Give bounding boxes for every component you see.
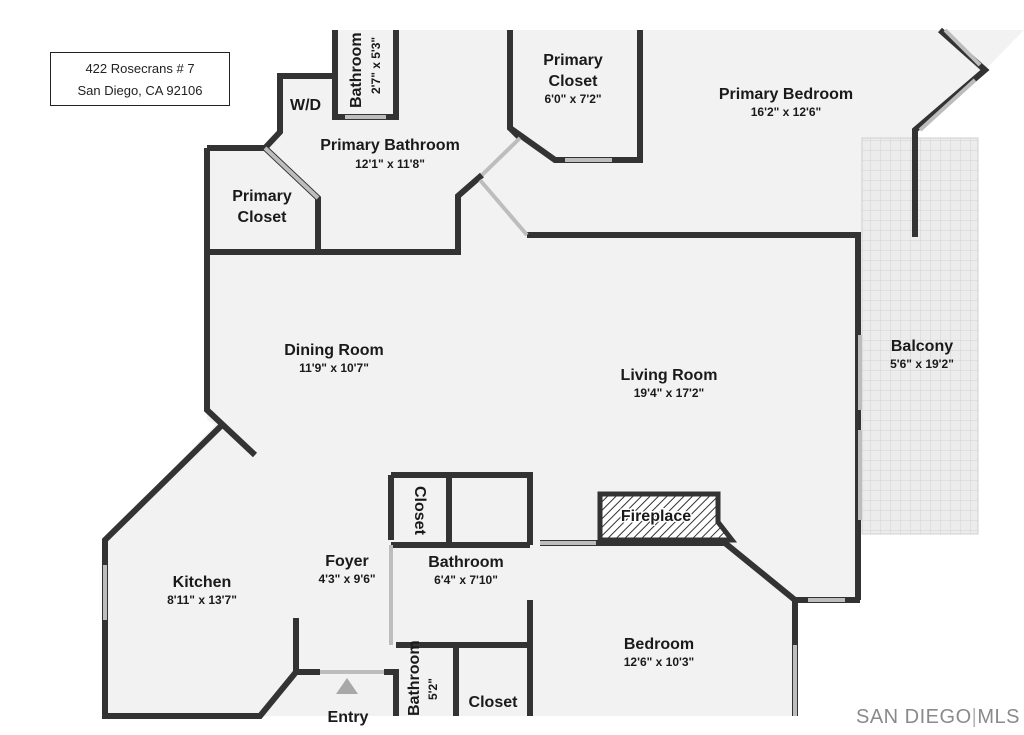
balcony-dims: 5'6" x 19'2"	[890, 357, 954, 371]
kitchen-name: Kitchen	[173, 574, 232, 591]
bathroom-top-name: Bathroom	[348, 32, 365, 108]
foyer-dims: 4'3" x 9'6"	[318, 572, 375, 586]
living-room-dims: 19'4" x 17'2"	[634, 386, 704, 400]
bathroom-bottom-name: Bathroom	[406, 640, 423, 716]
watermark-left: SAN DIEGO	[856, 706, 972, 728]
living-room-name: Living Room	[621, 367, 718, 384]
address-line1: 422 Rosecrans # 7	[85, 61, 195, 76]
address-box: 422 Rosecrans # 7 San Diego, CA 92106	[50, 52, 230, 106]
dining-room-name: Dining Room	[284, 342, 384, 359]
fireplace-hatch	[597, 491, 738, 543]
bathroom-mid-dims: 6'4" x 7'10"	[434, 573, 498, 587]
watermark-right: MLS	[977, 706, 1020, 728]
primary-closet-left-name2: Closet	[238, 209, 288, 226]
primary-bedroom-dims: 16'2" x 12'6"	[751, 105, 821, 119]
primary-closet-top-name: Primary	[543, 52, 603, 69]
bathroom-mid-name: Bathroom	[428, 554, 504, 571]
dining-room-dims: 11'9" x 10'7"	[299, 361, 369, 375]
kitchen-dims: 8'11" x 13'7"	[167, 593, 237, 607]
primary-bedroom-name: Primary Bedroom	[719, 86, 853, 103]
address-line2: San Diego, CA 92106	[77, 83, 203, 98]
bathroom-top-dims: 2'7" x 5'3"	[369, 37, 383, 94]
foyer-name: Foyer	[325, 553, 369, 570]
fireplace-name: Fireplace	[621, 508, 691, 525]
primary-closet-top-name2: Closet	[549, 73, 599, 90]
entry-arrow-icon	[336, 678, 358, 694]
primary-bathroom-name: Primary Bathroom	[320, 137, 460, 154]
primary-bathroom-dims: 12'1" x 11'8"	[355, 157, 425, 171]
windows	[103, 28, 982, 716]
floor-area	[105, 30, 1024, 716]
bedroom-name: Bedroom	[624, 636, 694, 653]
wd-label: W/D	[290, 97, 321, 114]
mls-watermark: SAN DIEGO|MLS	[856, 706, 1020, 728]
primary-closet-top-dims: 6'0" x 7'2"	[544, 92, 601, 106]
bathroom-bottom-dims: 5'2"	[426, 678, 440, 700]
balcony-area	[861, 137, 979, 535]
balcony-name: Balcony	[891, 338, 953, 355]
entry-name: Entry	[328, 709, 369, 726]
closet-mid-name: Closet	[411, 486, 428, 536]
closet-bottom-name: Closet	[469, 694, 519, 711]
primary-closet-left-name: Primary	[232, 188, 292, 205]
bedroom-dims: 12'6" x 10'3"	[624, 655, 694, 669]
